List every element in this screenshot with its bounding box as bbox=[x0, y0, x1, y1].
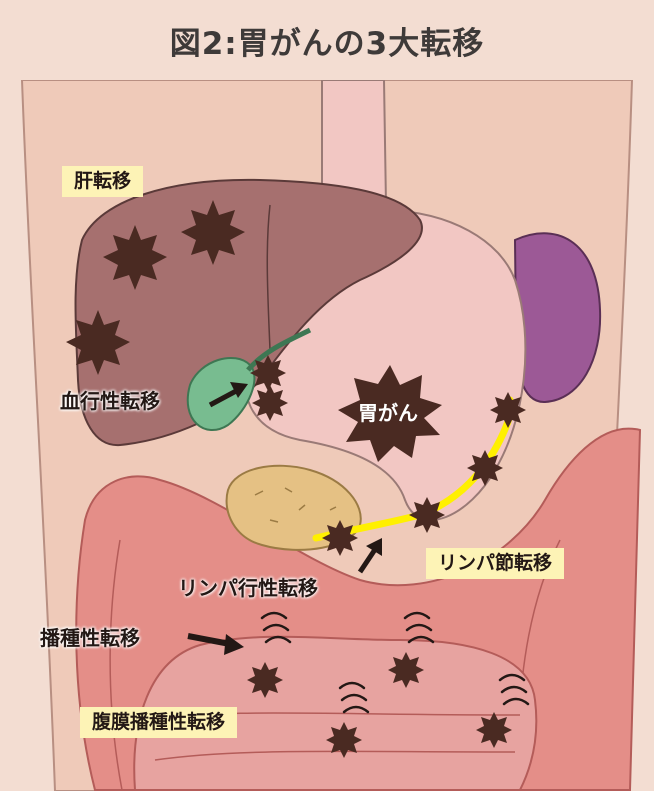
label-dissemination-metastasis: 播種性転移 bbox=[40, 628, 140, 648]
tumor-lymph-4 bbox=[322, 520, 358, 556]
tumor-lymph-3 bbox=[409, 497, 445, 533]
tumor-dissemination-2 bbox=[388, 652, 424, 688]
tumor-hematogenous-2 bbox=[252, 385, 288, 421]
label-hematogenous-metastasis: 血行性転移 bbox=[60, 391, 160, 411]
tumor-hematogenous-1 bbox=[250, 355, 286, 391]
label-liver-metastasis: 肝転移 bbox=[62, 166, 143, 197]
tumor-peritoneal-1 bbox=[326, 722, 362, 758]
tumor-peritoneal-2 bbox=[476, 712, 512, 748]
tumor-lymph-1 bbox=[490, 392, 526, 428]
figure-title: 図2:胃がんの3大転移 bbox=[0, 0, 654, 80]
label-peritoneal-dissemination: 腹膜播種性転移 bbox=[80, 707, 237, 738]
tumor-dissemination-1 bbox=[247, 662, 283, 698]
label-lymph-node-metastasis: リンパ節転移 bbox=[426, 548, 564, 579]
tumor-lymph-2 bbox=[467, 450, 503, 486]
label-stomach-cancer: 胃がん bbox=[358, 403, 418, 423]
label-lymphatic-metastasis: リンパ行性転移 bbox=[178, 578, 318, 598]
